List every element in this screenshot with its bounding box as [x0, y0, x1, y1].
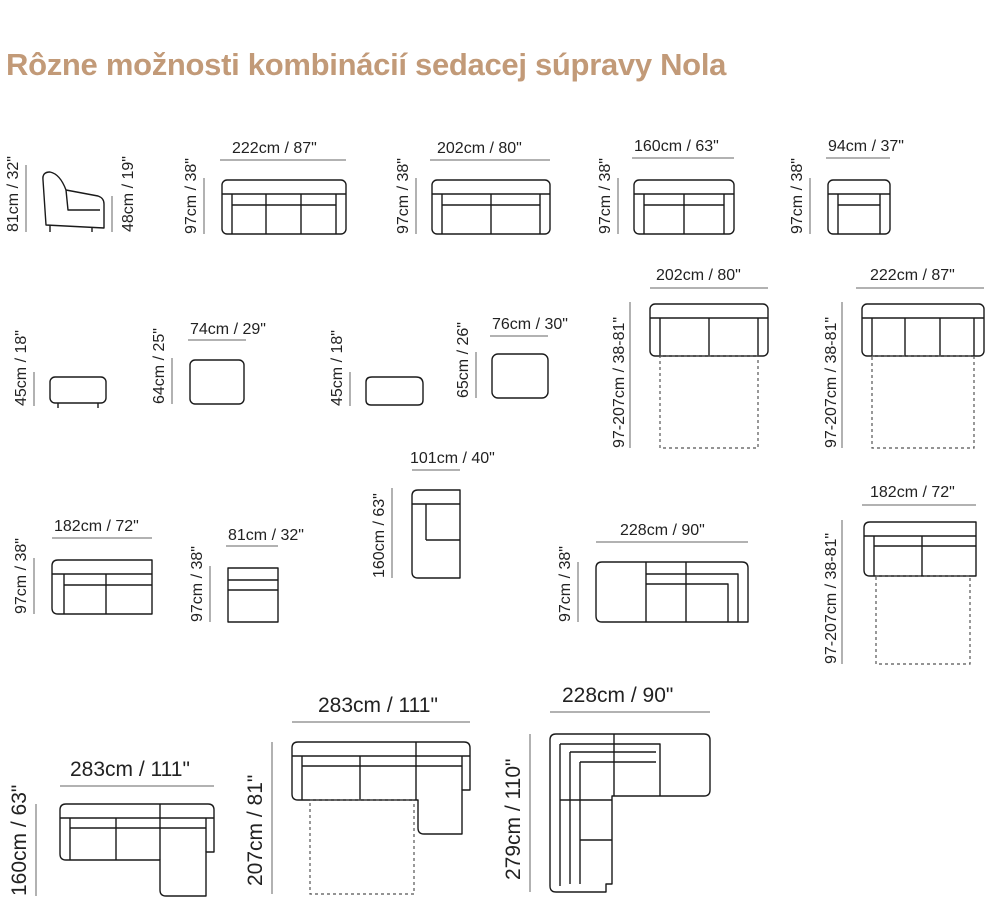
chaise-101: 101cm / 40" 160cm / 63" — [371, 450, 495, 579]
sofa-160-width-label: 160cm / 63" — [634, 138, 719, 155]
pouf-2-top: 76cm / 30" 65cm / 26" — [455, 316, 568, 399]
armchair-side-height-label: 81cm / 32" — [5, 156, 22, 232]
module-81-height-label: 97cm / 38" — [189, 546, 206, 622]
corner-big-height-label: 279cm / 110" — [502, 759, 525, 880]
pouf-2-height-label: 45cm / 18" — [329, 330, 346, 406]
pouf-2-top-width-label: 76cm / 30" — [492, 316, 568, 333]
pouf-1-top: 74cm / 29" 64cm / 25" — [151, 321, 266, 405]
corner-228-width-label: 228cm / 90" — [620, 522, 705, 539]
l-sofa-283: 283cm / 111" 160cm / 63" — [8, 758, 215, 897]
corner-big-width-label: 228cm / 90" — [562, 684, 673, 707]
sofa-bed-222-width-label: 222cm / 87" — [870, 267, 955, 284]
chaise-101-height-label: 160cm / 63" — [371, 493, 388, 578]
pouf-2-top-depth-label: 65cm / 26" — [455, 322, 472, 398]
module-182-width-label: 182cm / 72" — [54, 518, 139, 535]
sofa-222: 222cm / 87" 97cm / 38" — [183, 140, 347, 235]
sofa-222-height-label: 97cm / 38" — [183, 158, 200, 234]
sofa-bed-182-height-label: 97-207cm / 38-81" — [823, 533, 840, 664]
sofa-222-width-label: 222cm / 87" — [232, 140, 317, 157]
armchair-side-view: 81cm / 32" 48cm / 19" — [5, 156, 137, 232]
armchair-94: 94cm / 37" 97cm / 38" — [789, 138, 904, 235]
sofa-bed-202: 202cm / 80" 97-207cm / 38-81" — [611, 267, 769, 449]
l-sofa-bed-283-height-label: 207cm / 81" — [244, 775, 267, 886]
module-81-width-label: 81cm / 32" — [228, 527, 304, 544]
corner-228: 228cm / 90" 97cm / 38" — [557, 522, 749, 623]
l-sofa-283-height-label: 160cm / 63" — [8, 785, 31, 896]
sofa-bed-202-width-label: 202cm / 80" — [656, 267, 741, 284]
pouf-1-top-depth-label: 64cm / 25" — [151, 328, 168, 404]
sofa-160: 160cm / 63" 97cm / 38" — [597, 138, 735, 235]
module-81: 81cm / 32" 97cm / 38" — [189, 527, 304, 623]
sofa-bed-182-width-label: 182cm / 72" — [870, 484, 955, 501]
armchair-94-height-label: 97cm / 38" — [789, 158, 806, 234]
armchair-side-seat-label: 48cm / 19" — [120, 156, 137, 232]
module-182-height-label: 97cm / 38" — [13, 538, 30, 614]
corner-228-height-label: 97cm / 38" — [557, 546, 574, 622]
corner-sofa-big: 228cm / 90" 279cm / 110" — [502, 684, 711, 893]
sofa-bed-202-height-label: 97-207cm / 38-81" — [611, 317, 628, 448]
sofa-bed-222-height-label: 97-207cm / 38-81" — [823, 317, 840, 448]
pouf-2-side: 45cm / 18" — [329, 330, 424, 406]
pouf-1-side: 45cm / 18" — [13, 330, 107, 408]
l-sofa-bed-283: 283cm / 111" 207cm / 81" — [244, 694, 471, 895]
pouf-1-height-label: 45cm / 18" — [13, 330, 30, 406]
sofa-160-height-label: 97cm / 38" — [597, 158, 614, 234]
sofa-bed-222: 222cm / 87" 97-207cm / 38-81" — [823, 267, 985, 449]
l-sofa-bed-283-width-label: 283cm / 111" — [318, 694, 438, 717]
page-title: Rôzne možnosti kombinácií sedacej súprav… — [6, 47, 727, 82]
pouf-1-top-width-label: 74cm / 29" — [190, 321, 266, 338]
sofa-202: 202cm / 80" 97cm / 38" — [395, 140, 551, 235]
chaise-101-width-label: 101cm / 40" — [410, 450, 495, 467]
sofa-202-height-label: 97cm / 38" — [395, 158, 412, 234]
sofa-202-width-label: 202cm / 80" — [437, 140, 522, 157]
l-sofa-283-width-label: 283cm / 111" — [70, 758, 190, 781]
module-182: 182cm / 72" 97cm / 38" — [13, 518, 153, 615]
sofa-bed-182: 182cm / 72" 97-207cm / 38-81" — [823, 484, 977, 665]
armchair-94-width-label: 94cm / 37" — [828, 138, 904, 155]
